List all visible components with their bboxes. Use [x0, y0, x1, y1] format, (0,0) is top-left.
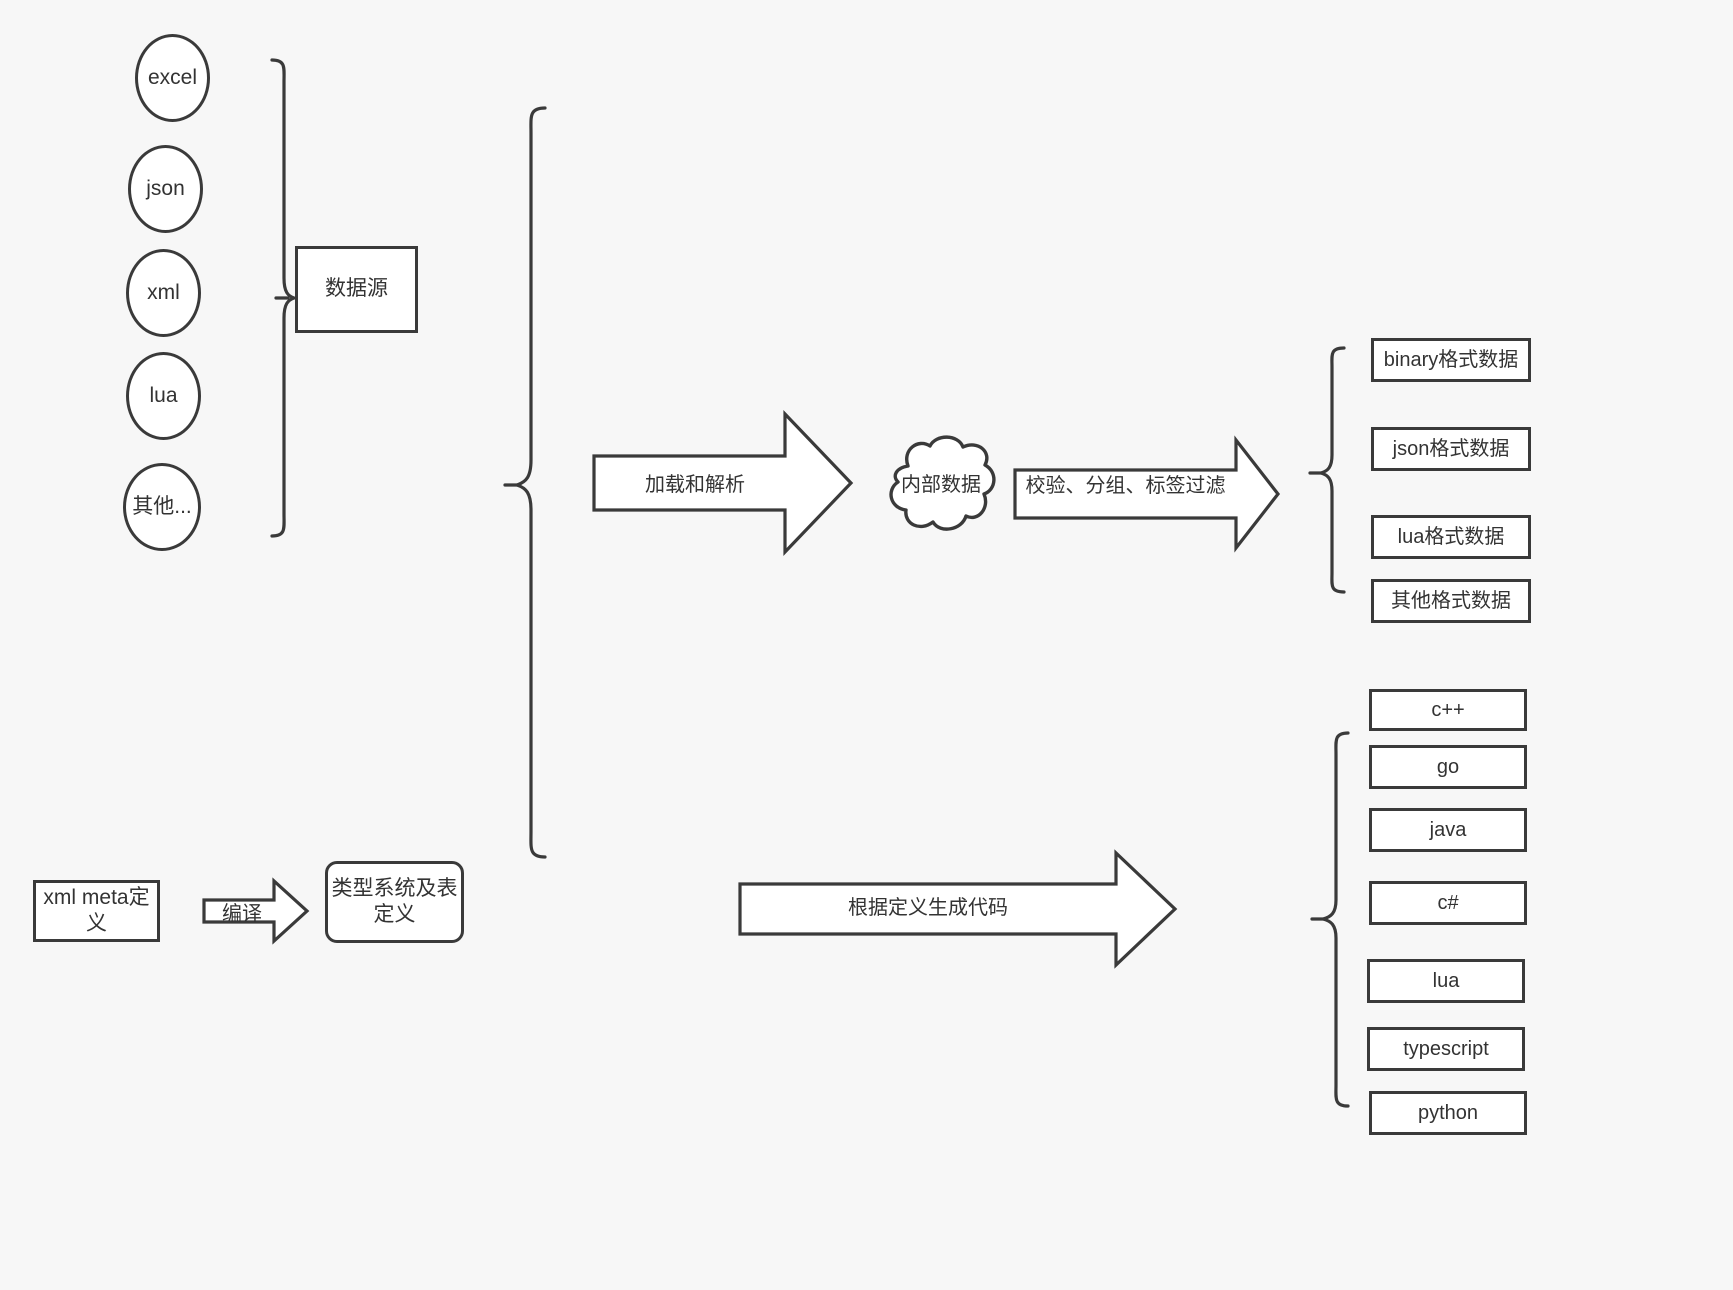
source-label: excel	[147, 65, 198, 89]
language-label: lua	[1432, 969, 1460, 992]
source-label: 其他...	[132, 494, 192, 518]
data-source-box[interactable]: 数据源	[295, 246, 418, 333]
language-label: c++	[1431, 698, 1465, 721]
language-box-typescript[interactable]: typescript	[1367, 1027, 1525, 1071]
source-node-xml[interactable]: xml	[126, 249, 201, 337]
format-label: lua格式数据	[1397, 525, 1505, 548]
data-source-label: 数据源	[325, 277, 388, 301]
format-label: binary格式数据	[1383, 348, 1519, 371]
input-group-brace-icon	[503, 106, 547, 859]
xml-meta-definition-label: xml meta定义	[43, 885, 150, 935]
load-parse-arrow-icon	[592, 410, 854, 556]
source-label: json	[146, 176, 185, 200]
language-box-cpp[interactable]: c++	[1369, 689, 1527, 731]
format-box-other[interactable]: 其他格式数据	[1371, 579, 1531, 623]
language-box-go[interactable]: go	[1369, 745, 1527, 789]
source-label: lua	[149, 383, 178, 407]
xml-meta-definition-box[interactable]: xml meta定义	[33, 880, 160, 942]
codegen-arrow-icon	[738, 849, 1178, 969]
format-box-lua[interactable]: lua格式数据	[1371, 515, 1531, 559]
language-label: python	[1417, 1101, 1479, 1124]
format-label: 其他格式数据	[1391, 589, 1511, 612]
format-label: json格式数据	[1392, 437, 1510, 460]
validate-filter-arrow-icon	[1013, 435, 1281, 553]
compile-arrow-icon	[202, 877, 310, 945]
source-label: xml	[147, 280, 180, 304]
language-label: java	[1429, 818, 1467, 841]
language-label: typescript	[1403, 1037, 1489, 1060]
sources-brace-icon	[270, 58, 300, 538]
languages-brace-icon	[1310, 731, 1350, 1108]
type-system-label: 类型系统及表 定义	[331, 876, 458, 926]
source-node-excel[interactable]: excel	[135, 34, 210, 122]
source-node-lua[interactable]: lua	[126, 352, 201, 440]
language-label: c#	[1437, 891, 1459, 914]
internal-data-cloud-icon	[889, 435, 996, 531]
language-label: go	[1436, 755, 1460, 778]
language-box-lua[interactable]: lua	[1367, 959, 1525, 1003]
format-box-binary[interactable]: binary格式数据	[1371, 338, 1531, 382]
source-node-other[interactable]: 其他...	[123, 463, 201, 551]
formats-brace-icon	[1308, 346, 1346, 594]
format-box-json[interactable]: json格式数据	[1371, 427, 1531, 471]
language-box-java[interactable]: java	[1369, 808, 1527, 852]
language-box-csharp[interactable]: c#	[1369, 881, 1527, 925]
type-system-box[interactable]: 类型系统及表 定义	[325, 861, 464, 943]
source-node-json[interactable]: json	[128, 145, 203, 233]
language-box-python[interactable]: python	[1369, 1091, 1527, 1135]
